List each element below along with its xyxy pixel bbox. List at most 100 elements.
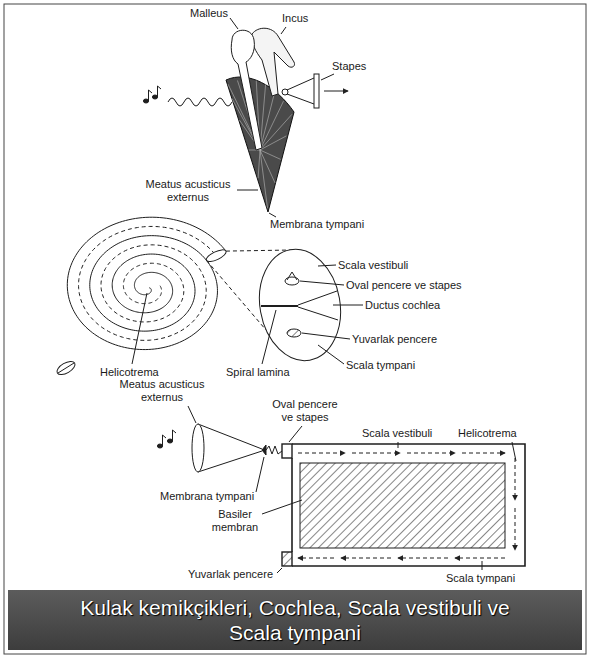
flow-arrow: [298, 453, 345, 454]
flow-arrow: [407, 453, 455, 454]
membrane-fibre: [260, 101, 284, 150]
part-label: Scala tympani: [446, 572, 515, 585]
ductus-walls: [298, 291, 338, 320]
sound-wave: [168, 98, 232, 106]
flow-arrow: [398, 558, 448, 559]
flow-arrow: [515, 508, 516, 550]
leaf-symbol: [55, 359, 77, 378]
leaf-vein: [58, 363, 74, 373]
round-window: [287, 329, 301, 337]
leader-line: [281, 27, 286, 34]
ear-canal-cone: [198, 424, 262, 472]
music-note: [163, 435, 167, 446]
leader-line: [237, 190, 258, 191]
membrane-fibre: [260, 150, 281, 159]
part-label: Scala tympani: [346, 359, 415, 372]
incus-bone: [252, 28, 295, 96]
flow-arrow: [515, 458, 516, 500]
leader-line: [277, 568, 282, 573]
projection-line: [226, 250, 292, 251]
membrane-fibre: [258, 150, 260, 178]
part-label: Incus: [282, 12, 308, 25]
part-label: Helicotrema: [458, 427, 517, 440]
part-label: Membrana tympani: [270, 218, 364, 231]
stapes-crura: [287, 78, 314, 104]
leader-line: [256, 457, 264, 492]
leader-line: [512, 442, 516, 461]
leader-line: [132, 293, 147, 364]
leader-line: [318, 345, 344, 364]
canal-wall: [291, 458, 293, 552]
music-note: [173, 430, 177, 441]
frame: [4, 4, 586, 654]
part-label: Malleus: [190, 7, 228, 20]
flow-arrow: [455, 558, 505, 559]
leader-line: [398, 442, 399, 448]
part-label: Meatus acusticus externus: [112, 378, 212, 404]
leader-line: [188, 406, 196, 423]
part-label: Membrana tympani: [160, 490, 254, 503]
music-note: [143, 99, 148, 103]
part-label: Stapes: [332, 60, 366, 73]
projection-line: [206, 260, 266, 330]
leader-line: [262, 310, 276, 364]
part-label: Scala vestibuli: [362, 427, 432, 440]
part-label: Yuvarlak pencere: [188, 568, 273, 581]
flow-arrow: [352, 453, 400, 454]
leader-line: [321, 74, 334, 80]
flow-arrow: [462, 453, 505, 454]
caption-text: Kulak kemikçikleri, Cochlea, Scala vesti…: [65, 595, 525, 645]
cochlea-spiral: [67, 217, 226, 349]
cochlea-group: [55, 217, 363, 377]
leader-line: [302, 333, 350, 339]
leader-line: [230, 18, 238, 29]
leader-line: [318, 265, 336, 266]
leader-line: [269, 213, 276, 217]
caption-band: Kulak kemikçikleri, Cochlea, Scala vesti…: [8, 590, 582, 650]
part-label: Oval pencere ve stapes: [346, 279, 462, 292]
part-label: Helicotrema: [100, 366, 159, 379]
malleus-bone: [231, 30, 262, 150]
round-window: [282, 552, 292, 566]
music-note: [152, 95, 157, 99]
membrane-fibre: [260, 91, 275, 150]
scheme-group: [157, 406, 525, 573]
part-label: Meatus acusticus externus: [138, 178, 238, 204]
oval-window: [285, 277, 299, 285]
music-note: [158, 86, 162, 97]
membrane-fibre: [260, 136, 286, 150]
flow-arrow: [341, 558, 391, 559]
oval-window: [282, 444, 292, 458]
music-note: [149, 90, 153, 101]
music-note: [167, 439, 172, 443]
leader-line: [289, 426, 302, 442]
flow-arrows: [298, 453, 515, 558]
membrane-symbol: [262, 445, 266, 455]
stapes-symbol: [287, 272, 297, 280]
canal-outline: [292, 444, 525, 566]
part-label: Spiral lamina: [226, 366, 290, 379]
stapes-footplate: [314, 74, 319, 108]
flow-arrow: [298, 558, 334, 559]
basilar-membrane: [300, 463, 505, 548]
cochlea-duct-dashed: [79, 226, 215, 340]
leader-line: [333, 305, 363, 306]
vibration-arrow: [324, 91, 348, 92]
leader-line: [300, 281, 344, 285]
part-label: Basiler membran: [208, 508, 262, 534]
ossicle-chain: [266, 446, 282, 454]
part-label: Yuvarlak pencere: [352, 333, 437, 346]
membrane-fibre: [260, 114, 292, 150]
leader-line: [262, 500, 302, 514]
part-label: Oval pencere ve stapes: [266, 398, 344, 424]
ear-canal-opening: [192, 424, 204, 472]
leader-line: [482, 561, 483, 570]
cochlea-cut-end: [205, 247, 228, 263]
membrane-fibre: [260, 150, 268, 208]
music-note: [157, 444, 162, 448]
part-label: Scala vestibuli: [338, 259, 408, 272]
spiral-lamina-line: [261, 305, 298, 307]
part-label: Ductus cochlea: [365, 299, 440, 312]
